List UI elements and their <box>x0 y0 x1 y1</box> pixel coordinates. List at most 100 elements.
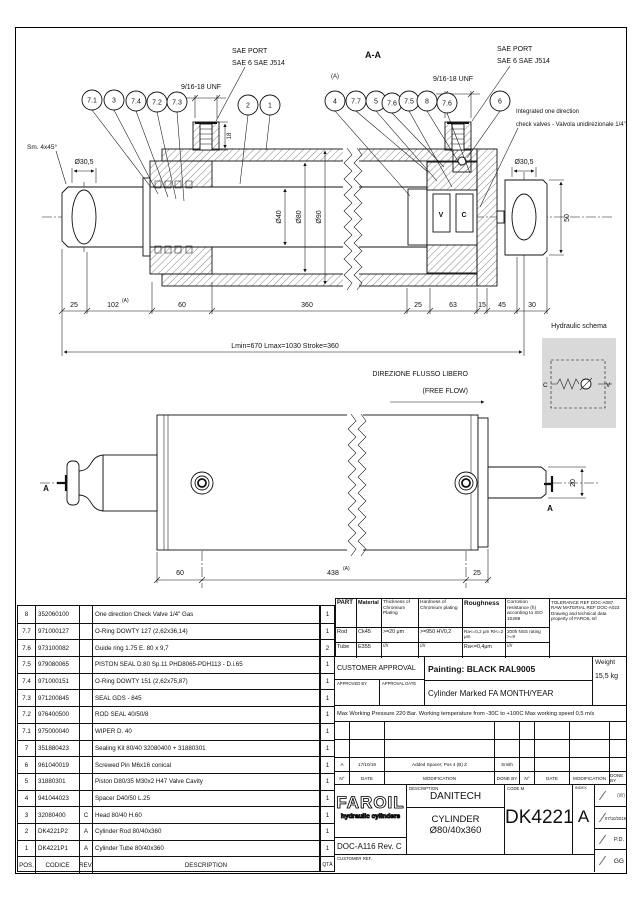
spec-header-thickness: Thickness of Chromium Plating <box>382 599 419 628</box>
break-lines-main <box>343 147 363 291</box>
rev-cell <box>80 722 93 740</box>
rev-header-doneby: DONE BY <box>495 772 520 785</box>
balloon-label: 7.3 <box>172 100 182 107</box>
pos-cell: 7.5 <box>18 656 36 673</box>
end-cap <box>476 148 505 287</box>
dim-bottom-60: 60 <box>176 570 184 577</box>
sign-value-2: 07/10/2019 <box>605 815 626 821</box>
clevis-width-dim: 50 <box>564 214 571 222</box>
qty-cell: 1 <box>321 706 334 723</box>
pos-cell: 7.4 <box>18 672 36 690</box>
rev-header-modification: MODIFICATION <box>570 772 610 785</box>
desc-cell: SEAL GDS - 845 <box>93 689 319 706</box>
sign-row-3: P.D. <box>595 829 627 851</box>
rev-empty-cell <box>350 722 385 740</box>
approval-block: CUSTOMER APPROVAL APPROVED BY APPROVAL D… <box>335 657 627 706</box>
qty-cell: 1 <box>321 722 334 740</box>
customer-ref-label: CUSTOMER REF. <box>337 856 373 861</box>
rev-header-date: DATE <box>350 772 385 785</box>
sign-value-1: (W) <box>616 793 625 799</box>
spec-header-corrosion: Corrosion resistance (h) according to IS… <box>506 599 550 628</box>
index-cell: INDEX A <box>573 785 595 855</box>
rev-cell: C <box>80 806 93 823</box>
sign-value-3: P.D. <box>614 836 624 843</box>
integrated-check-valve <box>452 149 472 173</box>
section-arrow-label-left: A <box>43 484 49 493</box>
pos-cell: 1 <box>18 839 36 857</box>
rev-empty-cell <box>385 722 495 740</box>
customer-approval-label: CUSTOMER APPROVAL <box>335 657 425 680</box>
rev-empty-cell <box>535 722 570 740</box>
section-cut-marks <box>57 475 554 492</box>
signature-mark <box>598 790 607 801</box>
dim-bottom-25: 25 <box>473 570 481 577</box>
rev-modification-cell: Added Spacer; Pos 4 (B) Z <box>385 758 495 772</box>
spec-tube-material: E355 <box>357 643 382 658</box>
qty-cell: 1 <box>325 610 330 618</box>
qty-cell: 1 <box>321 822 334 840</box>
description-label: DESCRIPTION <box>409 786 439 791</box>
rev-header: REV. <box>80 856 93 873</box>
balloon-label: 7.6 <box>387 101 397 108</box>
chamfer-note: Sm. 4x45° <box>27 143 57 151</box>
thread-callout-right: 9/16-18 UNF <box>433 76 473 83</box>
hydraulic-schema-label: Hydraulic schema <box>551 323 607 330</box>
plating-spec-table: PART Material Thickness of Chromium Plat… <box>335 598 627 658</box>
balloon-7.6b: 7.6 <box>436 92 458 114</box>
code-cell: 351880423 <box>36 739 80 757</box>
spec-rod-roughness: Ra<=0,2 μm Rt<=2 μm <box>463 628 506 643</box>
port-boss-left <box>190 471 214 495</box>
revision-table: A 17/10/19 Added Spacer; Pos 4 (B) Z Smi… <box>335 722 627 785</box>
desc-cell: ROD SEAL 40/50/8 <box>93 706 319 723</box>
piston <box>426 161 478 274</box>
rev-cell: A <box>80 822 93 840</box>
code-cell: 32080400 <box>36 806 80 823</box>
clevis-plate <box>504 179 548 256</box>
schema-v-label: V <box>606 382 611 389</box>
rev-empty-cell <box>570 758 610 772</box>
rev-empty-cell <box>520 740 535 758</box>
code-cell: 352060100 <box>36 606 80 623</box>
desc-cell: Sealing Kit 80/40 32080400 + 31880301 <box>93 739 319 757</box>
raw-material-ref: RAW MATERIAL REF DOC-A023 <box>551 605 620 611</box>
spec-tube-thickness: //// <box>382 643 419 658</box>
balloon-7.4: 7.4 <box>125 90 147 112</box>
description-line2: CYLINDER Ø80/40x360 <box>429 814 482 836</box>
rev-cell <box>80 656 93 673</box>
title-block: FAROIL hydraulic cylinders DOC-A116 Rev.… <box>335 785 627 872</box>
qty-header: QTÀ <box>321 856 334 873</box>
balloon-3: 3 <box>103 89 125 111</box>
bottom-dimension-lines <box>153 466 586 584</box>
rod-eye-hole <box>71 189 97 245</box>
rev-cell <box>80 756 93 773</box>
code-cell: 31880301 <box>36 772 80 790</box>
rev-date-cell: 17/10/19 <box>350 758 385 772</box>
rev-cell <box>80 706 93 723</box>
qty-cell: 1 <box>321 672 334 690</box>
rev-empty-cell <box>335 722 350 740</box>
rev-n-cell: A <box>335 758 350 772</box>
logo-text: FAROIL <box>336 793 405 813</box>
balloon-label: 7.6 <box>442 101 452 108</box>
spec-tube-corrosion: //// <box>506 643 550 658</box>
qty-cell: 2 <box>321 639 334 656</box>
dim-63: 63 <box>449 302 457 309</box>
rev-cell <box>80 789 93 807</box>
dim-bottom-20: 20 <box>570 479 577 487</box>
weight-value: 15,5 kg <box>595 673 618 680</box>
sheet-border <box>15 27 627 874</box>
rev-header-n: N° <box>335 772 350 785</box>
desc-cell: Guide ring 1.75 E. 80 x 9,7 <box>93 639 319 656</box>
clevis-hole-dia-dim: Ø30,5 <box>514 159 533 166</box>
pos-cell: 7.3 <box>18 689 36 707</box>
rod-eye-dia-dim: Ø30,5 <box>74 159 93 166</box>
balloon-label: 4 <box>333 99 337 106</box>
signature-mark <box>598 834 607 844</box>
qty-cell: 1 <box>321 689 334 706</box>
schema-c-label: C <box>543 382 548 389</box>
desc-cell: Screwed Pin M6x16 conical <box>93 756 319 773</box>
sae-port-note-right-2: SAE 6 SAE J514 <box>497 58 550 65</box>
pos-cell: 7.7 <box>18 622 36 640</box>
index-label: INDEX <box>575 786 587 790</box>
rev-empty-cell <box>495 740 520 758</box>
